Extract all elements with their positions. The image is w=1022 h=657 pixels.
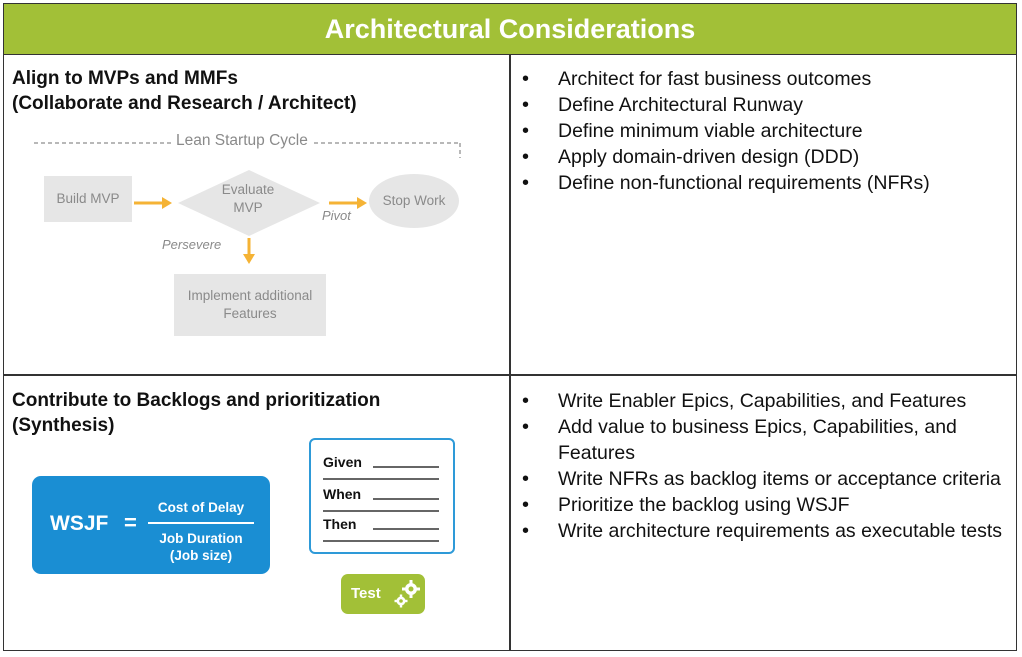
stop-work-label-wrap: Stop Work [370,184,458,218]
arrow-evaluate-to-implement-head [243,254,255,264]
wsjf-label: WSJF [50,512,109,535]
then-label: Then [323,516,357,532]
wsjf-equals: = [124,510,137,535]
mvp-section-title: Align to MVPs and MMFs (Collaborate and … [12,66,357,116]
test-badge: Test [341,574,425,614]
pivot-label: Pivot [322,208,351,223]
given-line-2 [323,478,439,480]
when-line-2 [323,510,439,512]
page-title: Architectural Considerations [324,13,696,44]
backlog-section-title: Contribute to Backlogs and prioritizatio… [12,388,380,438]
implement-label-line1: Implement additional [187,288,313,303]
list-item: Write NFRs as backlog items or acceptanc… [516,466,1018,492]
considerations-table: Architectural Considerations Align to MV… [3,3,1017,651]
list-item: Define Architectural Runway [516,92,1018,118]
backlog-title-line1: Contribute to Backlogs and prioritizatio… [12,390,381,411]
lean-cycle-label: Lean Startup Cycle [172,132,312,150]
row-divider [4,374,1016,376]
then-line-2 [323,540,439,542]
given-when-then-card: Given When Then [309,438,455,554]
build-mvp-label: Build MVP [56,191,120,206]
fraction-bar [148,522,254,524]
evaluate-label-line2: MVP [233,200,263,215]
wsjf-denominator-line1: Job Duration [159,531,243,546]
build-mvp-box: Build MVP [44,176,132,222]
column-divider [509,54,511,650]
given-line [373,466,439,468]
when-line [373,498,439,500]
implement-label-line2: Features [223,306,277,321]
evaluate-diamond [178,170,320,236]
when-label: When [323,486,362,502]
list-item: Define minimum viable architecture [516,118,1018,144]
backlog-bullet-list: Write Enabler Epics, Capabilities, and F… [516,388,1018,544]
arrow-evaluate-to-stop-head [357,197,367,209]
list-item: Prioritize the backlog using WSJF [516,492,1018,518]
gears-icon [394,580,420,608]
evaluate-label: Evaluate MVP [198,182,298,216]
wsjf-denominator-line2: (Job size) [169,548,233,563]
persevere-label: Persevere [162,237,222,252]
list-item: Define non-functional requirements (NFRs… [516,170,1018,196]
mvp-title-line2: (Collaborate and Research / Architect) [12,93,357,114]
list-item: Write architecture requirements as execu… [516,518,1018,544]
backlog-title-line2: (Synthesis) [12,415,115,436]
table-header: Architectural Considerations [4,4,1016,55]
list-item: Write Enabler Epics, Capabilities, and F… [516,388,1018,414]
mvp-bullet-list: Architect for fast business outcomes Def… [516,66,1018,196]
lean-cycle-diagram [34,142,461,264]
list-item: Architect for fast business outcomes [516,66,1018,92]
evaluate-label-line1: Evaluate [221,182,275,197]
stop-work-label: Stop Work [382,193,446,208]
given-label: Given [323,454,362,470]
stop-work-ellipse [369,174,459,228]
wsjf-numerator: Cost of Delay [157,500,245,515]
test-label: Test [351,585,381,602]
list-item: Apply domain-driven design (DDD) [516,144,1018,170]
arrow-build-to-evaluate-head [162,197,172,209]
mvp-title-line1: Align to MVPs and MMFs [12,68,238,89]
list-item: Add value to business Epics, Capabilitie… [516,414,1018,466]
then-line [373,528,439,530]
implement-features-box: Implement additional Features [174,274,326,336]
wsjf-formula: WSJF = Cost of Delay Job Duration (Job s… [32,476,270,574]
